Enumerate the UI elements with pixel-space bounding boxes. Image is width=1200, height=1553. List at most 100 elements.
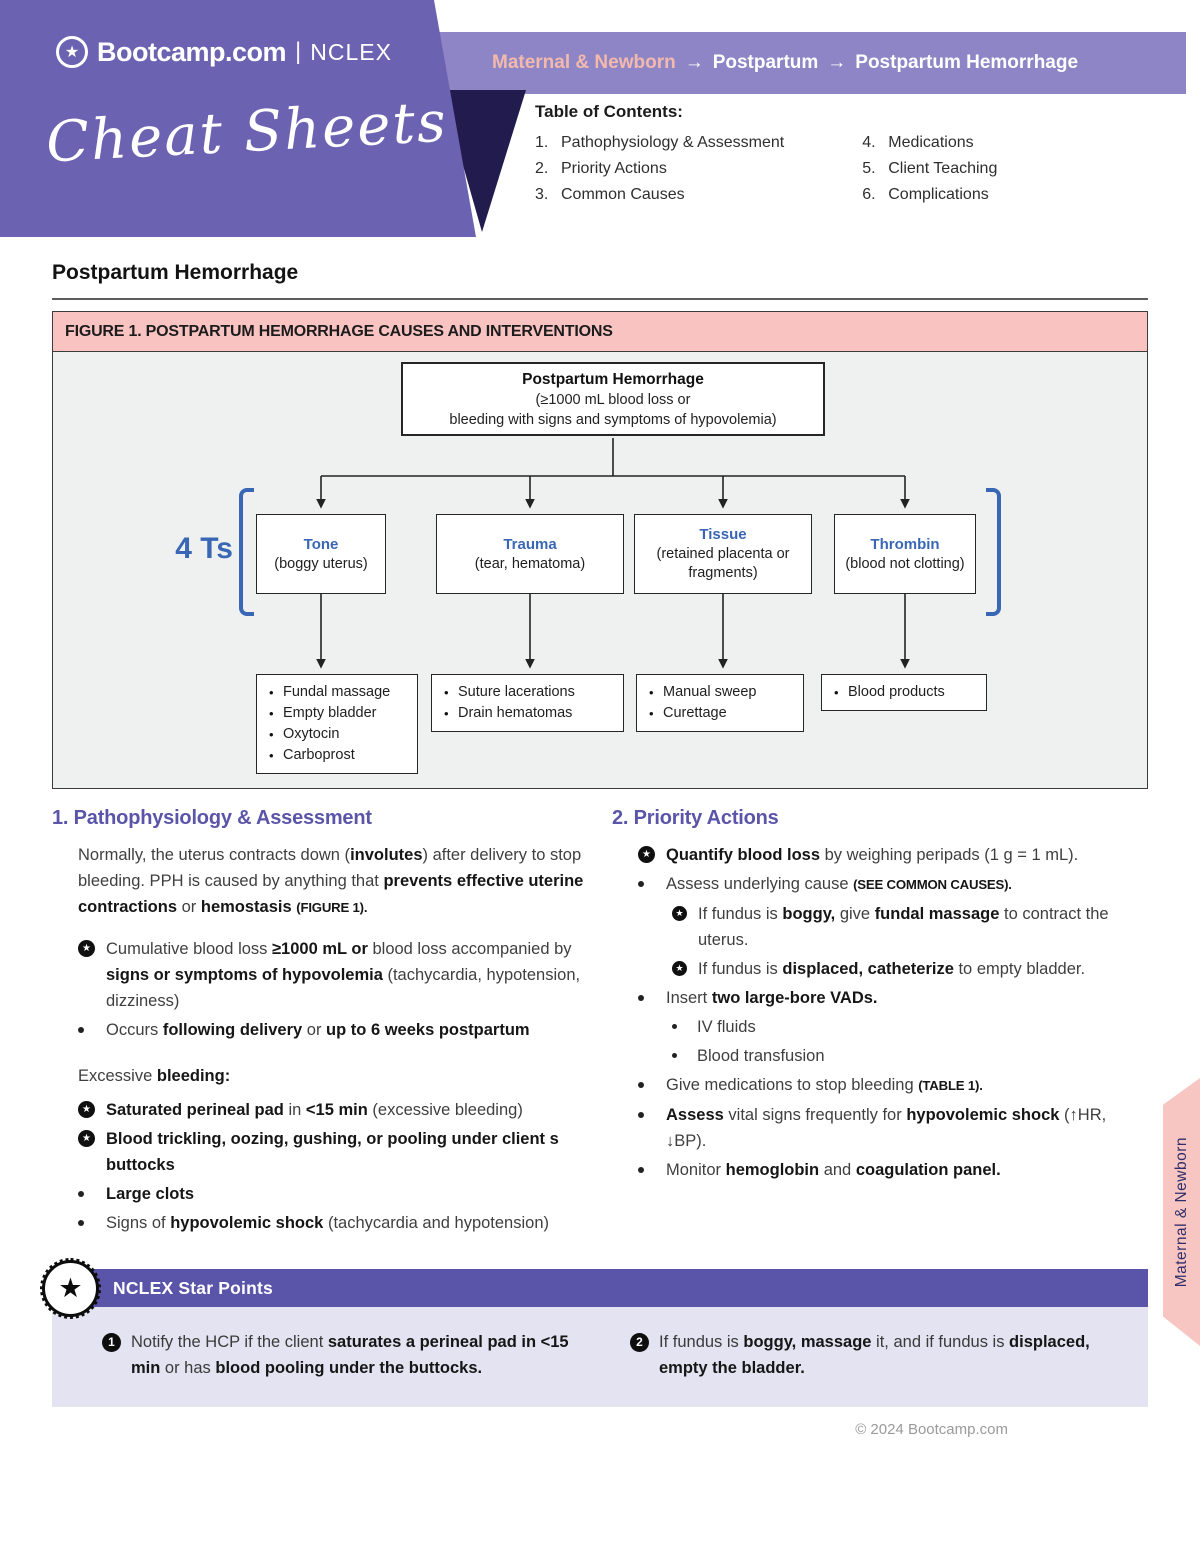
section-priority-actions: 2. Priority Actions ★ Quantify blood loss… — [612, 807, 1150, 1239]
intervention-box-tissue: •Manual sweep•Curettage — [636, 674, 804, 732]
text: blood loss accompanied by — [367, 940, 572, 958]
page-header: Maternal & Newborn → Postpartum → Postpa… — [0, 0, 1200, 237]
toc-item: 3.Common Causes — [535, 182, 784, 208]
intervention-item: •Oxytocin — [269, 724, 409, 745]
star-bullet-icon: ★ — [638, 846, 655, 863]
section-1-heading: 1. Pathophysiology & Assessment — [52, 807, 372, 829]
flowchart-connectors — [316, 438, 910, 669]
list-item: ★ Quantify blood loss by weighing peripad… — [638, 842, 1150, 868]
section-pathophysiology: 1. Pathophysiology & Assessment Normally… — [52, 807, 585, 1239]
intervention-label: Carboprost — [283, 747, 355, 763]
cause-description: (boggy uterus) — [274, 555, 368, 572]
intervention-label: Curettage — [663, 705, 727, 721]
bold-text: coagulation panel. — [855, 1161, 1001, 1179]
text: to contract the uterus. — [698, 905, 1109, 949]
copyright: © 2024 Bootcamp.com — [855, 1421, 1008, 1438]
smallcaps-ref: (FIGURE 1). — [296, 900, 368, 915]
bold-text: bleeding: — [156, 1067, 231, 1085]
dot-bullet-icon — [78, 1191, 84, 1197]
list-item-text: Large clots — [106, 1181, 194, 1207]
intervention-label: Manual sweep — [663, 684, 757, 700]
brand-divider: | — [295, 38, 302, 65]
intervention-item: •Suture lacerations — [444, 682, 615, 703]
bold-text: Large clots — [106, 1185, 195, 1203]
text: If fundus is — [659, 1333, 744, 1351]
list-item: Signs of hypovolemic shock (tachycardia … — [78, 1210, 585, 1236]
list-item-text: IV fluids — [697, 1014, 756, 1040]
breadcrumb-topic: Postpartum Hemorrhage — [855, 52, 1079, 73]
breadcrumb-category: Maternal & Newborn — [492, 52, 676, 73]
intro-paragraph: Normally, the uterus contracts down (inv… — [78, 842, 585, 921]
bold-text: two large-bore VADs. — [711, 989, 878, 1007]
numbered-circle-icon: 1 — [102, 1333, 121, 1352]
toc-item-label: Client Teaching — [888, 160, 998, 177]
intervention-item: •Fundal massage — [269, 682, 409, 703]
dot-bullet-icon: • — [649, 685, 654, 700]
bold-text: hemoglobin — [725, 1161, 820, 1179]
text: to empty bladder. — [953, 960, 1086, 978]
toc-item-number: 2. — [535, 160, 549, 177]
list-item: Give medications to stop bleeding (TABLE… — [638, 1072, 1150, 1099]
text: by weighing peripads (1 g = 1 mL). — [820, 846, 1079, 864]
intervention-label: Drain hematomas — [458, 705, 573, 721]
bold-text: displaced, empty the bladder. — [659, 1333, 1090, 1377]
cause-box-tone: Tone (boggy uterus) — [256, 514, 386, 594]
toc-item-label: Medications — [888, 134, 974, 151]
flowchart: Postpartum Hemorrhage (≥1000 mL blood lo… — [53, 352, 1147, 788]
breadcrumb-section: Postpartum — [712, 52, 819, 73]
cause-title: Tone — [303, 535, 339, 553]
bold-text: displaced, catheterize — [782, 960, 954, 978]
dot-bullet-icon: • — [269, 727, 274, 742]
bold-text: involutes — [350, 846, 423, 864]
smallcaps-ref: (TABLE 1). — [918, 1078, 983, 1093]
figure-1: FIGURE 1. POSTPARTUM HEMORRHAGE CAUSES A… — [52, 311, 1148, 789]
flowchart-root-box: Postpartum Hemorrhage (≥1000 mL blood lo… — [401, 362, 825, 436]
bold-text: up to 6 weeks postpartum — [326, 1021, 530, 1039]
excessive-bleeding-list: ★Saturated perineal pad in <15 min (exce… — [78, 1097, 585, 1236]
intervention-box-trauma: •Suture lacerations•Drain hematomas — [431, 674, 624, 732]
page-title: Postpartum Hemorrhage — [52, 261, 299, 284]
cause-box-tissue: Tissue(retained placenta or fragments) — [634, 514, 812, 594]
cause-description: (retained placenta or fragments) — [656, 546, 790, 581]
list-item-text: Give medications to stop bleeding (TABLE… — [666, 1072, 983, 1099]
cause-title: Trauma — [503, 535, 557, 553]
text: Blood transfusion — [697, 1047, 825, 1065]
intervention-item: •Blood products — [834, 682, 978, 703]
text: (↑HR, ↓BP). — [666, 1106, 1107, 1150]
bold-text: Quantify blood loss — [666, 846, 821, 864]
list-item: Blood transfusion — [672, 1043, 1150, 1069]
list-item-text: Signs of hypovolemic shock (tachycardia … — [106, 1210, 549, 1236]
dot-bullet-icon — [78, 1220, 84, 1226]
toc-item: 1.Pathophysiology & Assessment — [535, 130, 784, 156]
brand-row: ★ Bootcamp.com | NCLEX — [56, 36, 392, 68]
bold-text: boggy, — [782, 905, 836, 923]
side-tab-label: Maternal & Newborn — [1172, 1136, 1190, 1288]
text: Give medications to stop bleeding — [666, 1076, 919, 1094]
bold-text: hemostasis — [200, 898, 292, 916]
dot-bullet-icon: • — [269, 706, 274, 721]
excessive-bleeding-subhead: Excessive bleeding: — [78, 1063, 585, 1089]
dot-bullet-icon — [638, 995, 644, 1001]
list-item-text: Assess underlying cause (SEE COMMON CAUS… — [666, 871, 1012, 898]
cause-description: (blood not clotting) — [845, 555, 965, 572]
bold-text: prevents effective uterine contractions — [78, 872, 584, 916]
smallcaps-ref: (SEE COMMON CAUSES). — [853, 877, 1012, 892]
text: ) after delivery to stop bleeding. PPH i… — [78, 846, 582, 890]
intervention-box-tone: •Fundal massage•Empty bladder•Oxytocin•C… — [256, 674, 418, 774]
bold-text: following delivery — [162, 1021, 303, 1039]
text: Normally, the uterus contracts down ( — [78, 846, 351, 864]
text: If fundus is — [698, 960, 783, 978]
bold-text: boggy, massage — [743, 1333, 872, 1351]
text: Cumulative blood loss — [106, 940, 272, 958]
nclex-star-badge-icon: ★ — [40, 1258, 101, 1319]
text: or has — [160, 1359, 216, 1377]
intervention-item: •Empty bladder — [269, 703, 409, 724]
bold-text: hypovolemic shock — [906, 1106, 1060, 1124]
section-2-heading: 2. Priority Actions — [612, 807, 779, 829]
text: (excessive bleeding) — [367, 1101, 523, 1119]
text: Assess underlying cause — [666, 875, 854, 893]
